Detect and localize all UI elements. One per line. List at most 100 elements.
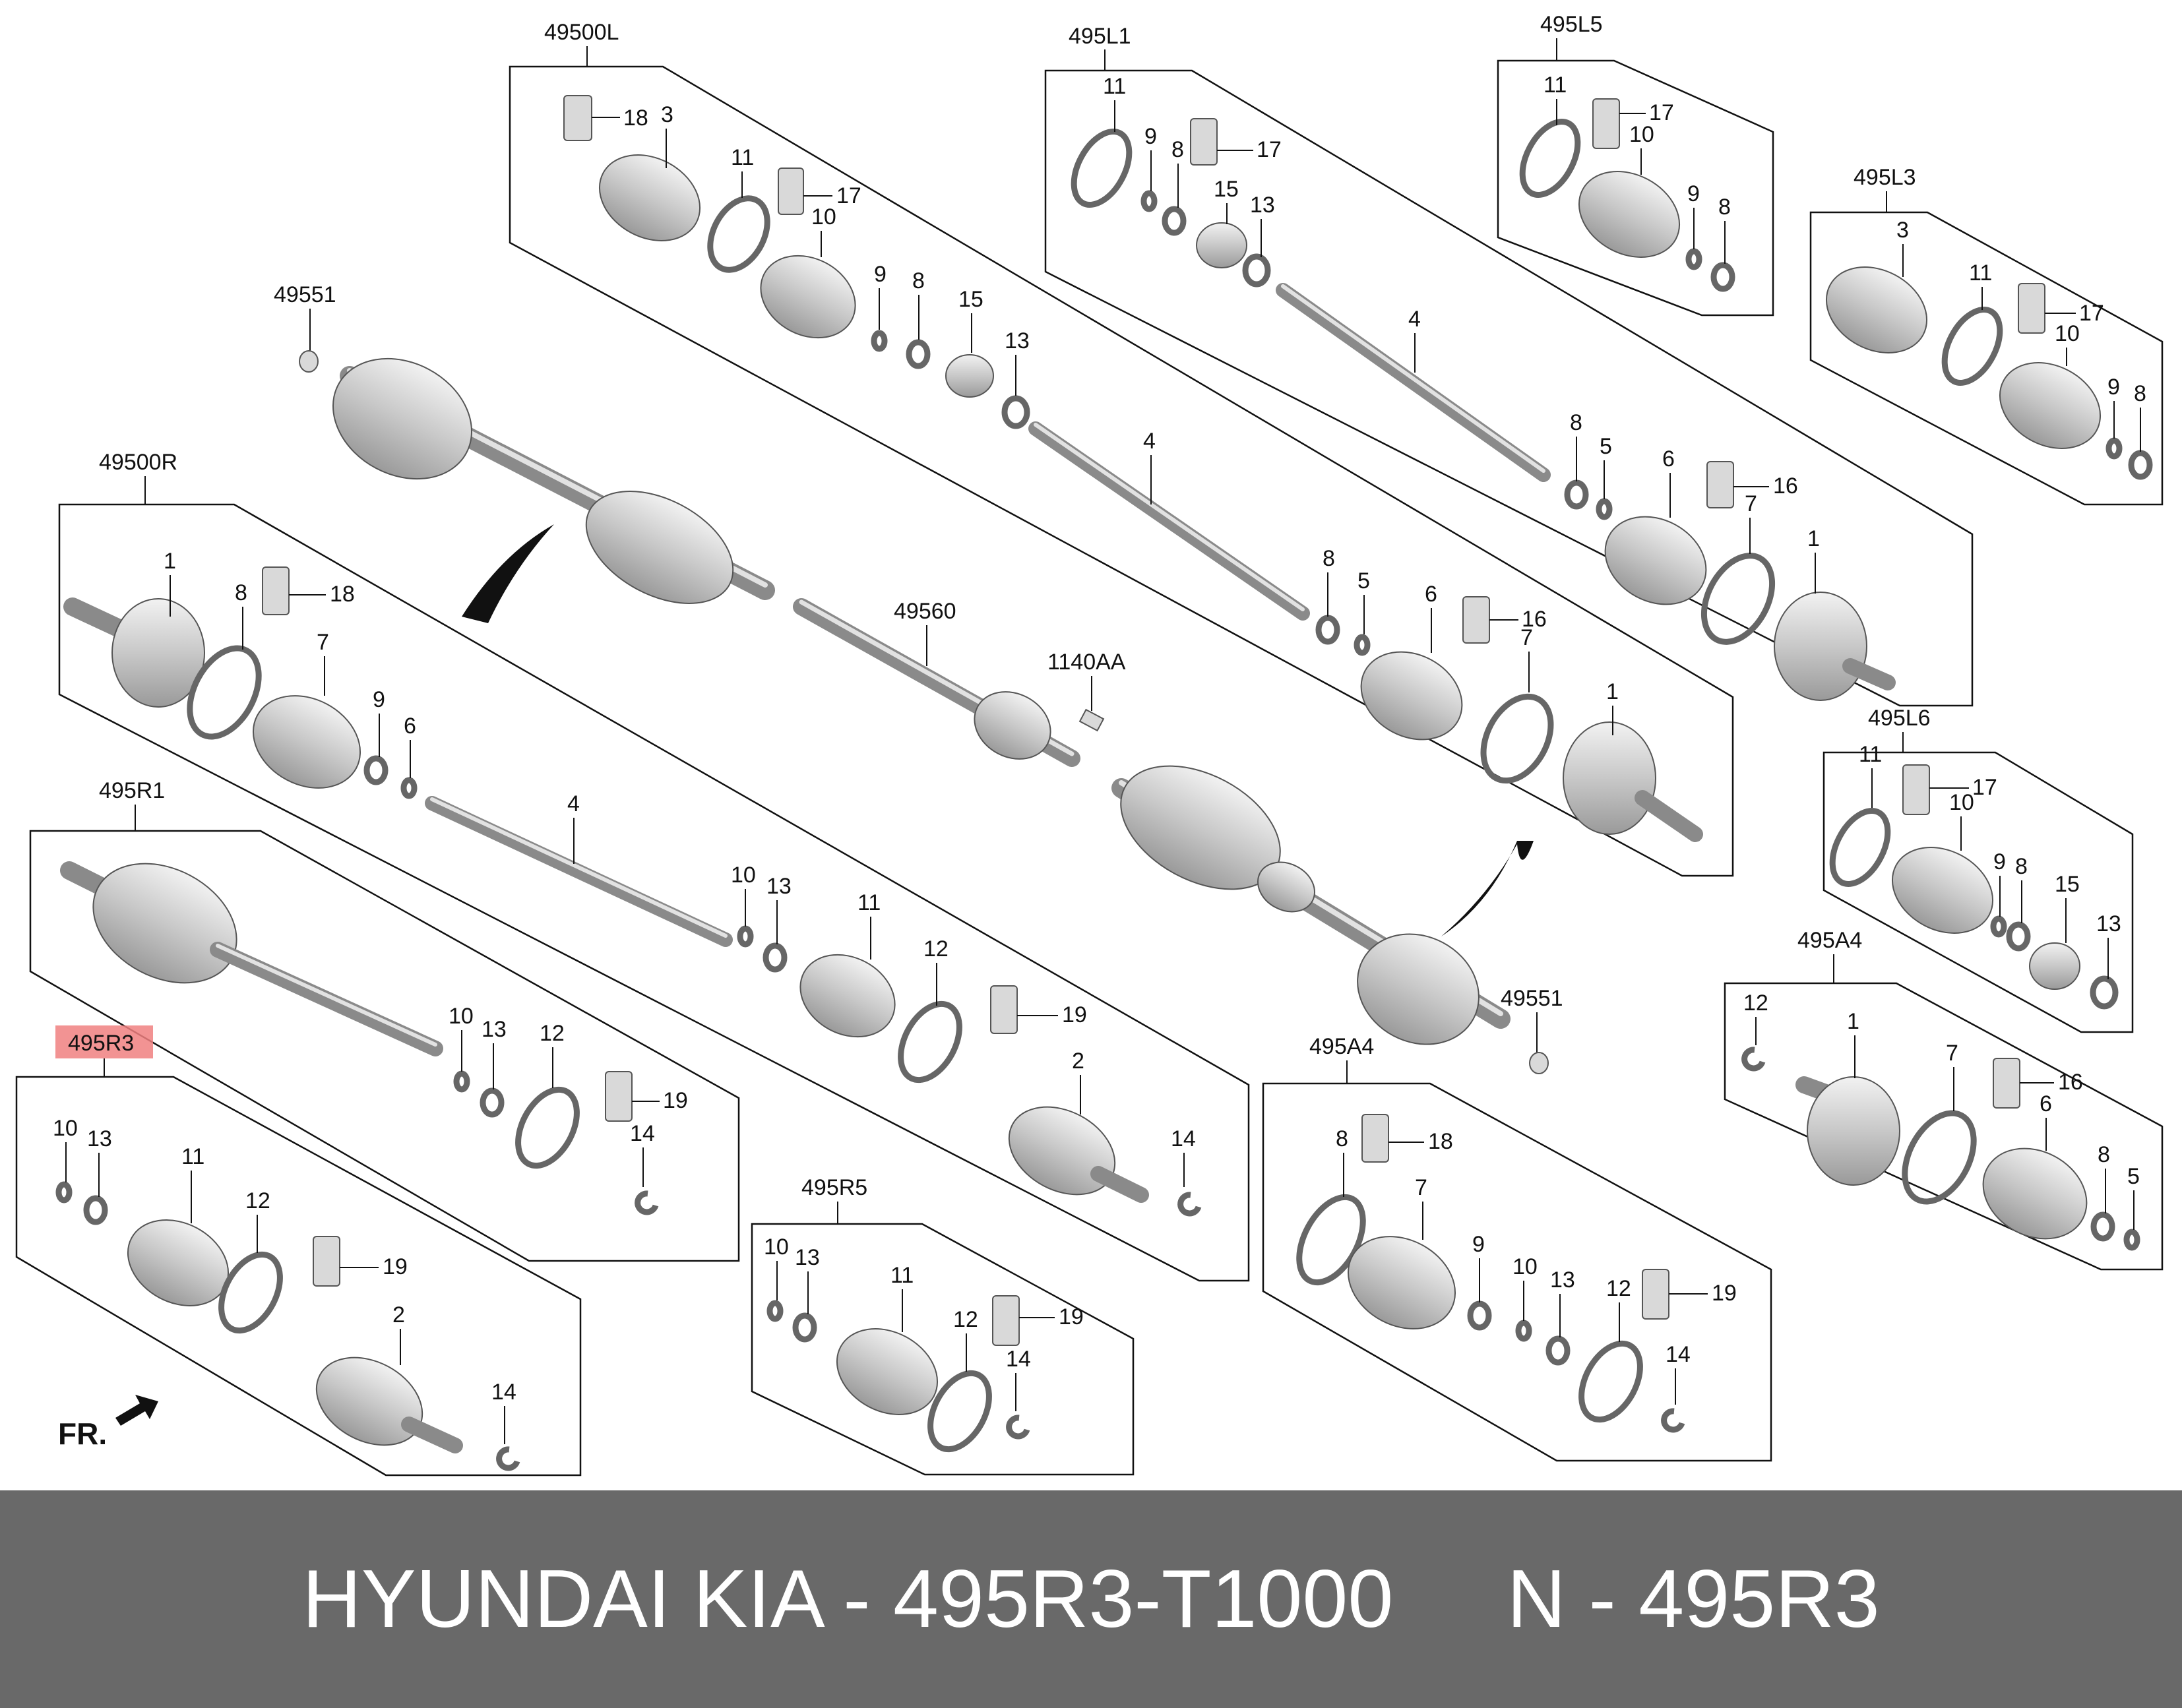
clamp-5-L1 — [1596, 498, 1613, 520]
circlip-12-A4b — [1741, 1047, 1766, 1072]
snap-ring-13-R5 — [792, 1312, 817, 1343]
front-arrow-icon — [115, 1395, 158, 1426]
callout-10: 10 — [811, 204, 836, 229]
group-label-49551-bottom: 49551 — [1501, 986, 1563, 1011]
callout-17-L6: 17 — [1972, 775, 1997, 800]
callout-13-R: 13 — [766, 874, 792, 899]
callout-8-L1: 8 — [1171, 137, 1184, 162]
callout-11-L5: 11 — [1543, 73, 1567, 98]
callout-8: 8 — [912, 268, 925, 293]
callout-14-R1: 14 — [630, 1121, 655, 1146]
tripod-housing-2-R3 — [315, 1357, 423, 1446]
frame-49500R — [58, 503, 1250, 1282]
callout-6-R: 6 — [404, 714, 416, 739]
callout-8b-L1: 8 — [1570, 410, 1582, 435]
band-11 — [707, 195, 770, 273]
callout-14-A4: 14 — [1666, 1342, 1691, 1367]
callout-11-L3: 11 — [1969, 260, 1992, 286]
group-label-49500L: 49500L — [544, 20, 619, 45]
front-label: FR. — [58, 1417, 107, 1451]
boot-11-R — [799, 954, 896, 1038]
boot-upper — [585, 491, 734, 604]
boot-6-mid — [1360, 651, 1463, 741]
callout-7-A4: 7 — [1415, 1175, 1427, 1200]
band-7-mid — [1480, 693, 1554, 784]
footer-bar: HYUNDAI KIA - 495R3-T1000 N - 495R3 — [0, 1490, 2182, 1708]
group-label-495R5: 495R5 — [801, 1175, 867, 1200]
clamp-8b-L1 — [1564, 479, 1589, 510]
band-12-R1 — [515, 1086, 580, 1169]
outer-joint-1-A4b — [1807, 1076, 1900, 1186]
group-label-49551-top: 49551 — [274, 282, 336, 307]
callout-8-L6: 8 — [2015, 854, 2028, 879]
callout-18: 18 — [623, 106, 648, 131]
arrow-lower — [1441, 841, 1534, 936]
callout-12-R1: 12 — [540, 1021, 565, 1046]
grease-tube-18-R — [262, 566, 290, 615]
nut-49551-bottom — [1529, 1052, 1549, 1074]
snap-ring-13-A4 — [1545, 1335, 1571, 1366]
frame-495L3 — [1809, 211, 2164, 506]
outer-joint-1-mid — [1563, 721, 1656, 835]
group-495L1-parts: 11 9 8 17 15 13 4 8 5 6 16 7 — [1071, 74, 1896, 701]
tripod-housing-2-R — [1008, 1106, 1116, 1196]
group-label-495R1: 495R1 — [99, 778, 165, 803]
callout-10-A4: 10 — [1512, 1254, 1538, 1279]
grease-tube-19-A4 — [1642, 1269, 1669, 1320]
callout-4-mid: 4 — [1143, 429, 1156, 454]
boot-7-A4 — [1347, 1236, 1456, 1329]
boot-10-L3 — [1999, 362, 2102, 449]
clamp-8-L1 — [1162, 206, 1187, 236]
group-labels: 49500L 495L1 495L5 495L3 49500R 495R1 49… — [55, 12, 1931, 1224]
callout-5-L1: 5 — [1600, 434, 1612, 459]
callout-10-R: 10 — [731, 863, 756, 888]
callout-2-R: 2 — [1072, 1049, 1084, 1074]
group-label-495L1: 495L1 — [1069, 24, 1131, 49]
callout-4-L1: 4 — [1408, 307, 1421, 332]
callout-17-L1: 17 — [1257, 137, 1282, 162]
callout-6-L1: 6 — [1662, 446, 1675, 472]
group-label-49560: 49560 — [894, 599, 956, 624]
callout-18-A4: 18 — [1428, 1129, 1453, 1154]
group-495A4-right-parts: 12 1 7 16 6 8 5 — [1741, 991, 2140, 1251]
band-11-L3 — [1941, 307, 2003, 386]
grease-tube-19-R — [990, 985, 1018, 1034]
callout-9-L5: 9 — [1687, 181, 1700, 206]
callout-19-R1: 19 — [663, 1088, 688, 1113]
callout-6-A4b: 6 — [2040, 1091, 2052, 1116]
boot-10 — [760, 255, 856, 339]
group-495R5-parts: 10 13 11 12 19 14 — [764, 1235, 1084, 1453]
clamp-10-R1 — [453, 1070, 470, 1093]
grease-tube-18 — [563, 95, 592, 141]
band-12-R — [898, 1000, 962, 1083]
callout-7-R: 7 — [317, 630, 329, 655]
clamp-9-L5 — [1685, 248, 1702, 270]
callout-14-R5: 14 — [1006, 1347, 1031, 1372]
boot-10-L6 — [1891, 847, 1994, 934]
boot-7-R — [252, 695, 361, 789]
frame-495L5 — [1497, 59, 1774, 317]
callout-13-R5: 13 — [795, 1245, 820, 1270]
callout-1-mid: 1 — [1606, 679, 1619, 704]
clamp-9-L1 — [1140, 190, 1158, 212]
group-label-495A4-lower: 495A4 — [1309, 1034, 1374, 1059]
circlip-14-R — [1177, 1192, 1202, 1217]
callout-8-mid: 8 — [1323, 546, 1335, 571]
outer-joint-1-R — [111, 598, 205, 708]
frame-495R3 — [15, 1076, 582, 1477]
callout-11-L1: 11 — [1103, 74, 1126, 99]
grease-tube-17-L5 — [1592, 98, 1620, 149]
callout-17: 17 — [836, 183, 861, 208]
snap-ring-13-R1 — [480, 1087, 505, 1118]
clamp-10-R5 — [766, 1300, 784, 1322]
clamp-8 — [906, 339, 931, 369]
callout-11-R: 11 — [857, 890, 881, 915]
front-marker: FR. — [58, 1395, 158, 1451]
clamp-8-L5 — [1710, 262, 1735, 292]
callout-16-mid: 16 — [1522, 607, 1547, 632]
callout-8-A4: 8 — [1336, 1126, 1348, 1151]
clamp-8-mid — [1315, 615, 1340, 645]
callout-14-R: 14 — [1171, 1126, 1196, 1151]
boot-6-L1 — [1604, 516, 1707, 605]
callout-19-A4: 19 — [1712, 1281, 1737, 1306]
